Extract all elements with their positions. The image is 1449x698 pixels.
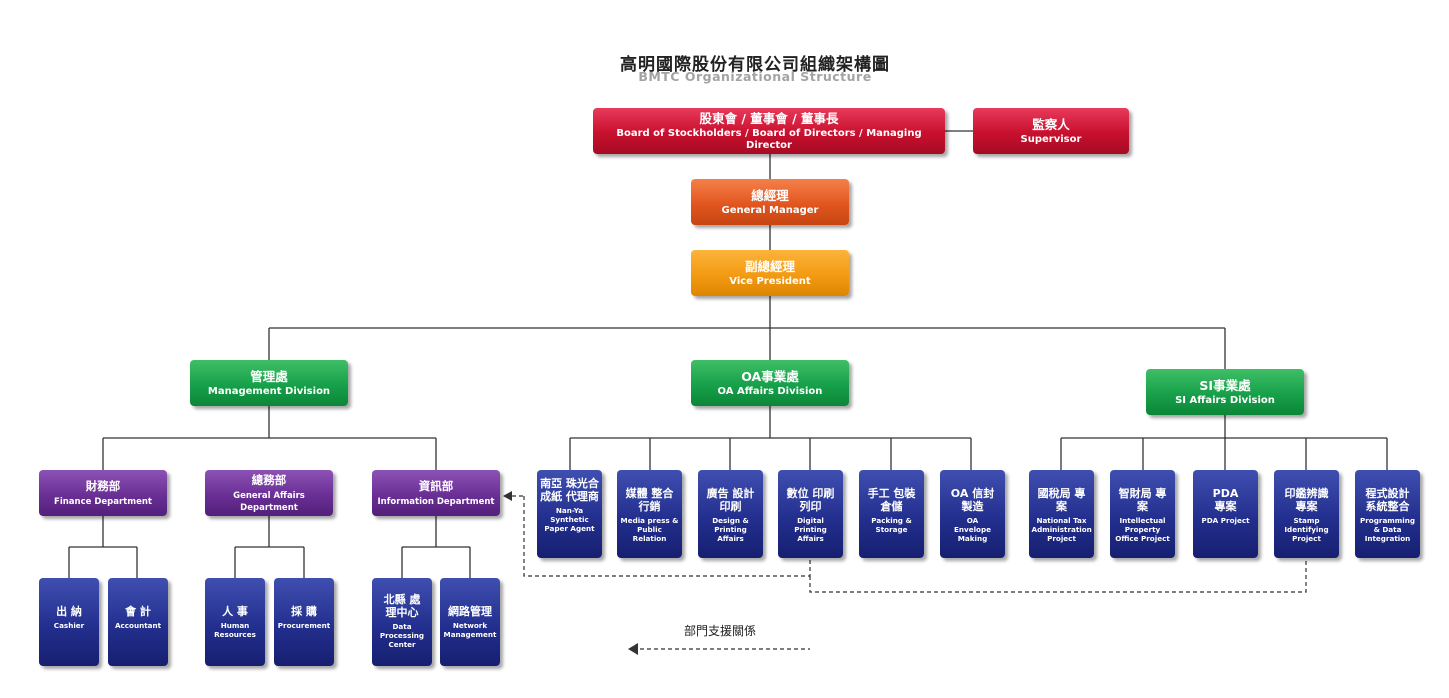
node-nanya-en: Nan-Ya Synthetic Paper Agent (544, 506, 595, 533)
node-network: 網路管理 Network Management (440, 578, 500, 666)
node-design: 廣告 設計印刷 Design & Printing Affairs (698, 470, 763, 558)
node-tax-zh: 國稅局 專案 (1037, 487, 1086, 513)
node-packing-en: Packing & Storage (871, 516, 912, 534)
node-supervisor: 監察人 Supervisor (973, 108, 1129, 154)
node-packing: 手工 包裝倉儲 Packing & Storage (859, 470, 924, 558)
node-finance-en: Finance Department (54, 496, 152, 507)
node-programming-zh: 程式設計 系統整合 (1365, 487, 1410, 513)
node-network-en: Network Management (443, 621, 497, 639)
node-information-en: Information Department (377, 496, 495, 507)
node-general-manager-en: General Manager (721, 204, 819, 216)
node-procurement-en: Procurement (277, 621, 331, 630)
node-procurement-zh: 採 購 (291, 605, 317, 618)
node-oa-division-zh: OA事業處 (741, 368, 799, 384)
node-board-zh: 股東會 / 董事會 / 董事長 (699, 110, 839, 126)
node-pda-en: PDA Project (1201, 516, 1250, 525)
node-data-processing: 北縣 處理中心 Data Processing Center (372, 578, 432, 666)
node-si-division: SI事業處 SI Affairs Division (1146, 369, 1304, 415)
node-tax-en: National Tax Administration Project (1031, 516, 1092, 543)
node-management-division: 管理處 Management Division (190, 360, 348, 406)
node-data-processing-zh: 北縣 處理中心 (383, 593, 421, 619)
node-digital-zh: 數位 印刷列印 (786, 487, 835, 513)
node-hr: 人 事 Human Resources (205, 578, 265, 666)
node-pda-zh: PDA 專案 (1212, 487, 1239, 513)
node-management-division-zh: 管理處 (250, 368, 288, 384)
node-board-en: Board of Stockholders / Board of Directo… (616, 127, 922, 151)
node-ipo: 智財局 專案 Intellectual Property Office Proj… (1110, 470, 1175, 558)
node-oa-division-en: OA Affairs Division (717, 385, 823, 397)
node-cashier: 出 納 Cashier (39, 578, 99, 666)
node-general-manager-zh: 總經理 (751, 187, 789, 203)
node-general-affairs: 總務部 General Affairs Department (205, 470, 333, 516)
node-supervisor-zh: 監察人 (1032, 116, 1070, 132)
node-stamp: 印鑑辨識 專案 Stamp Identifying Project (1274, 470, 1339, 558)
node-nanya: 南亞 珠光合成紙 代理商 Nan-Ya Synthetic Paper Agen… (537, 470, 602, 558)
node-programming-en: Programming & Data Integration (1360, 516, 1415, 543)
chart-subtitle: BMTC Organizational Structure (638, 69, 872, 84)
node-network-zh: 網路管理 (448, 605, 492, 618)
node-management-division-en: Management Division (207, 385, 331, 397)
node-si-division-zh: SI事業處 (1199, 377, 1251, 393)
node-programming: 程式設計 系統整合 Programming & Data Integration (1355, 470, 1420, 558)
node-hr-en: Human Resources (214, 621, 256, 639)
node-nanya-zh: 南亞 珠光合成紙 代理商 (540, 477, 599, 503)
node-envelope-en: OA Envelope Making (953, 516, 991, 543)
node-information: 資訊部 Information Department (372, 470, 500, 516)
node-finance-zh: 財務部 (85, 478, 121, 493)
chart-title: 高明國際股份有限公司組織架構圖 (620, 55, 890, 75)
node-pda: PDA 專案 PDA Project (1193, 470, 1258, 558)
node-vice-president: 副總經理 Vice President (691, 250, 849, 296)
node-digital-en: Digital Printing Affairs (794, 516, 827, 543)
node-board: 股東會 / 董事會 / 董事長 Board of Stockholders / … (593, 108, 945, 154)
node-information-zh: 資訊部 (418, 478, 454, 493)
node-cashier-en: Cashier (53, 621, 85, 630)
node-general-affairs-en: General Affairs Department (233, 490, 305, 513)
node-si-division-en: SI Affairs Division (1175, 394, 1275, 406)
node-general-manager: 總經理 General Manager (691, 179, 849, 225)
node-media-en: Media press & Public Relation (620, 516, 679, 543)
node-vice-president-en: Vice President (729, 275, 811, 287)
node-media-zh: 媒體 整合行銷 (625, 487, 674, 513)
node-vice-president-zh: 副總經理 (744, 258, 795, 274)
node-packing-zh: 手工 包裝倉儲 (867, 487, 916, 513)
node-design-zh: 廣告 設計印刷 (706, 487, 755, 513)
node-cashier-zh: 出 納 (56, 605, 82, 618)
node-general-affairs-zh: 總務部 (251, 472, 287, 487)
node-media: 媒體 整合行銷 Media press & Public Relation (617, 470, 682, 558)
node-procurement: 採 購 Procurement (274, 578, 334, 666)
node-oa-division: OA事業處 OA Affairs Division (691, 360, 849, 406)
node-stamp-en: Stamp Identifying Project (1284, 516, 1329, 543)
node-ipo-zh: 智財局 專案 (1118, 487, 1167, 513)
node-accountant-zh: 會 計 (125, 605, 151, 618)
node-tax: 國稅局 專案 National Tax Administration Proje… (1029, 470, 1094, 558)
node-data-processing-en: Data Processing Center (379, 622, 425, 649)
legend-support-relation: 部門支援關係 (684, 624, 757, 638)
node-stamp-zh: 印鑑辨識 專案 (1284, 487, 1329, 513)
node-design-en: Design & Printing Affairs (712, 516, 749, 543)
node-accountant-en: Accountant (114, 621, 162, 630)
node-envelope: OA 信封製造 OA Envelope Making (940, 470, 1005, 558)
node-envelope-zh: OA 信封製造 (950, 487, 995, 513)
node-hr-zh: 人 事 (222, 605, 248, 618)
node-finance: 財務部 Finance Department (39, 470, 167, 516)
node-digital: 數位 印刷列印 Digital Printing Affairs (778, 470, 843, 558)
node-supervisor-en: Supervisor (1020, 133, 1082, 145)
node-ipo-en: Intellectual Property Office Project (1115, 516, 1170, 543)
node-accountant: 會 計 Accountant (108, 578, 168, 666)
